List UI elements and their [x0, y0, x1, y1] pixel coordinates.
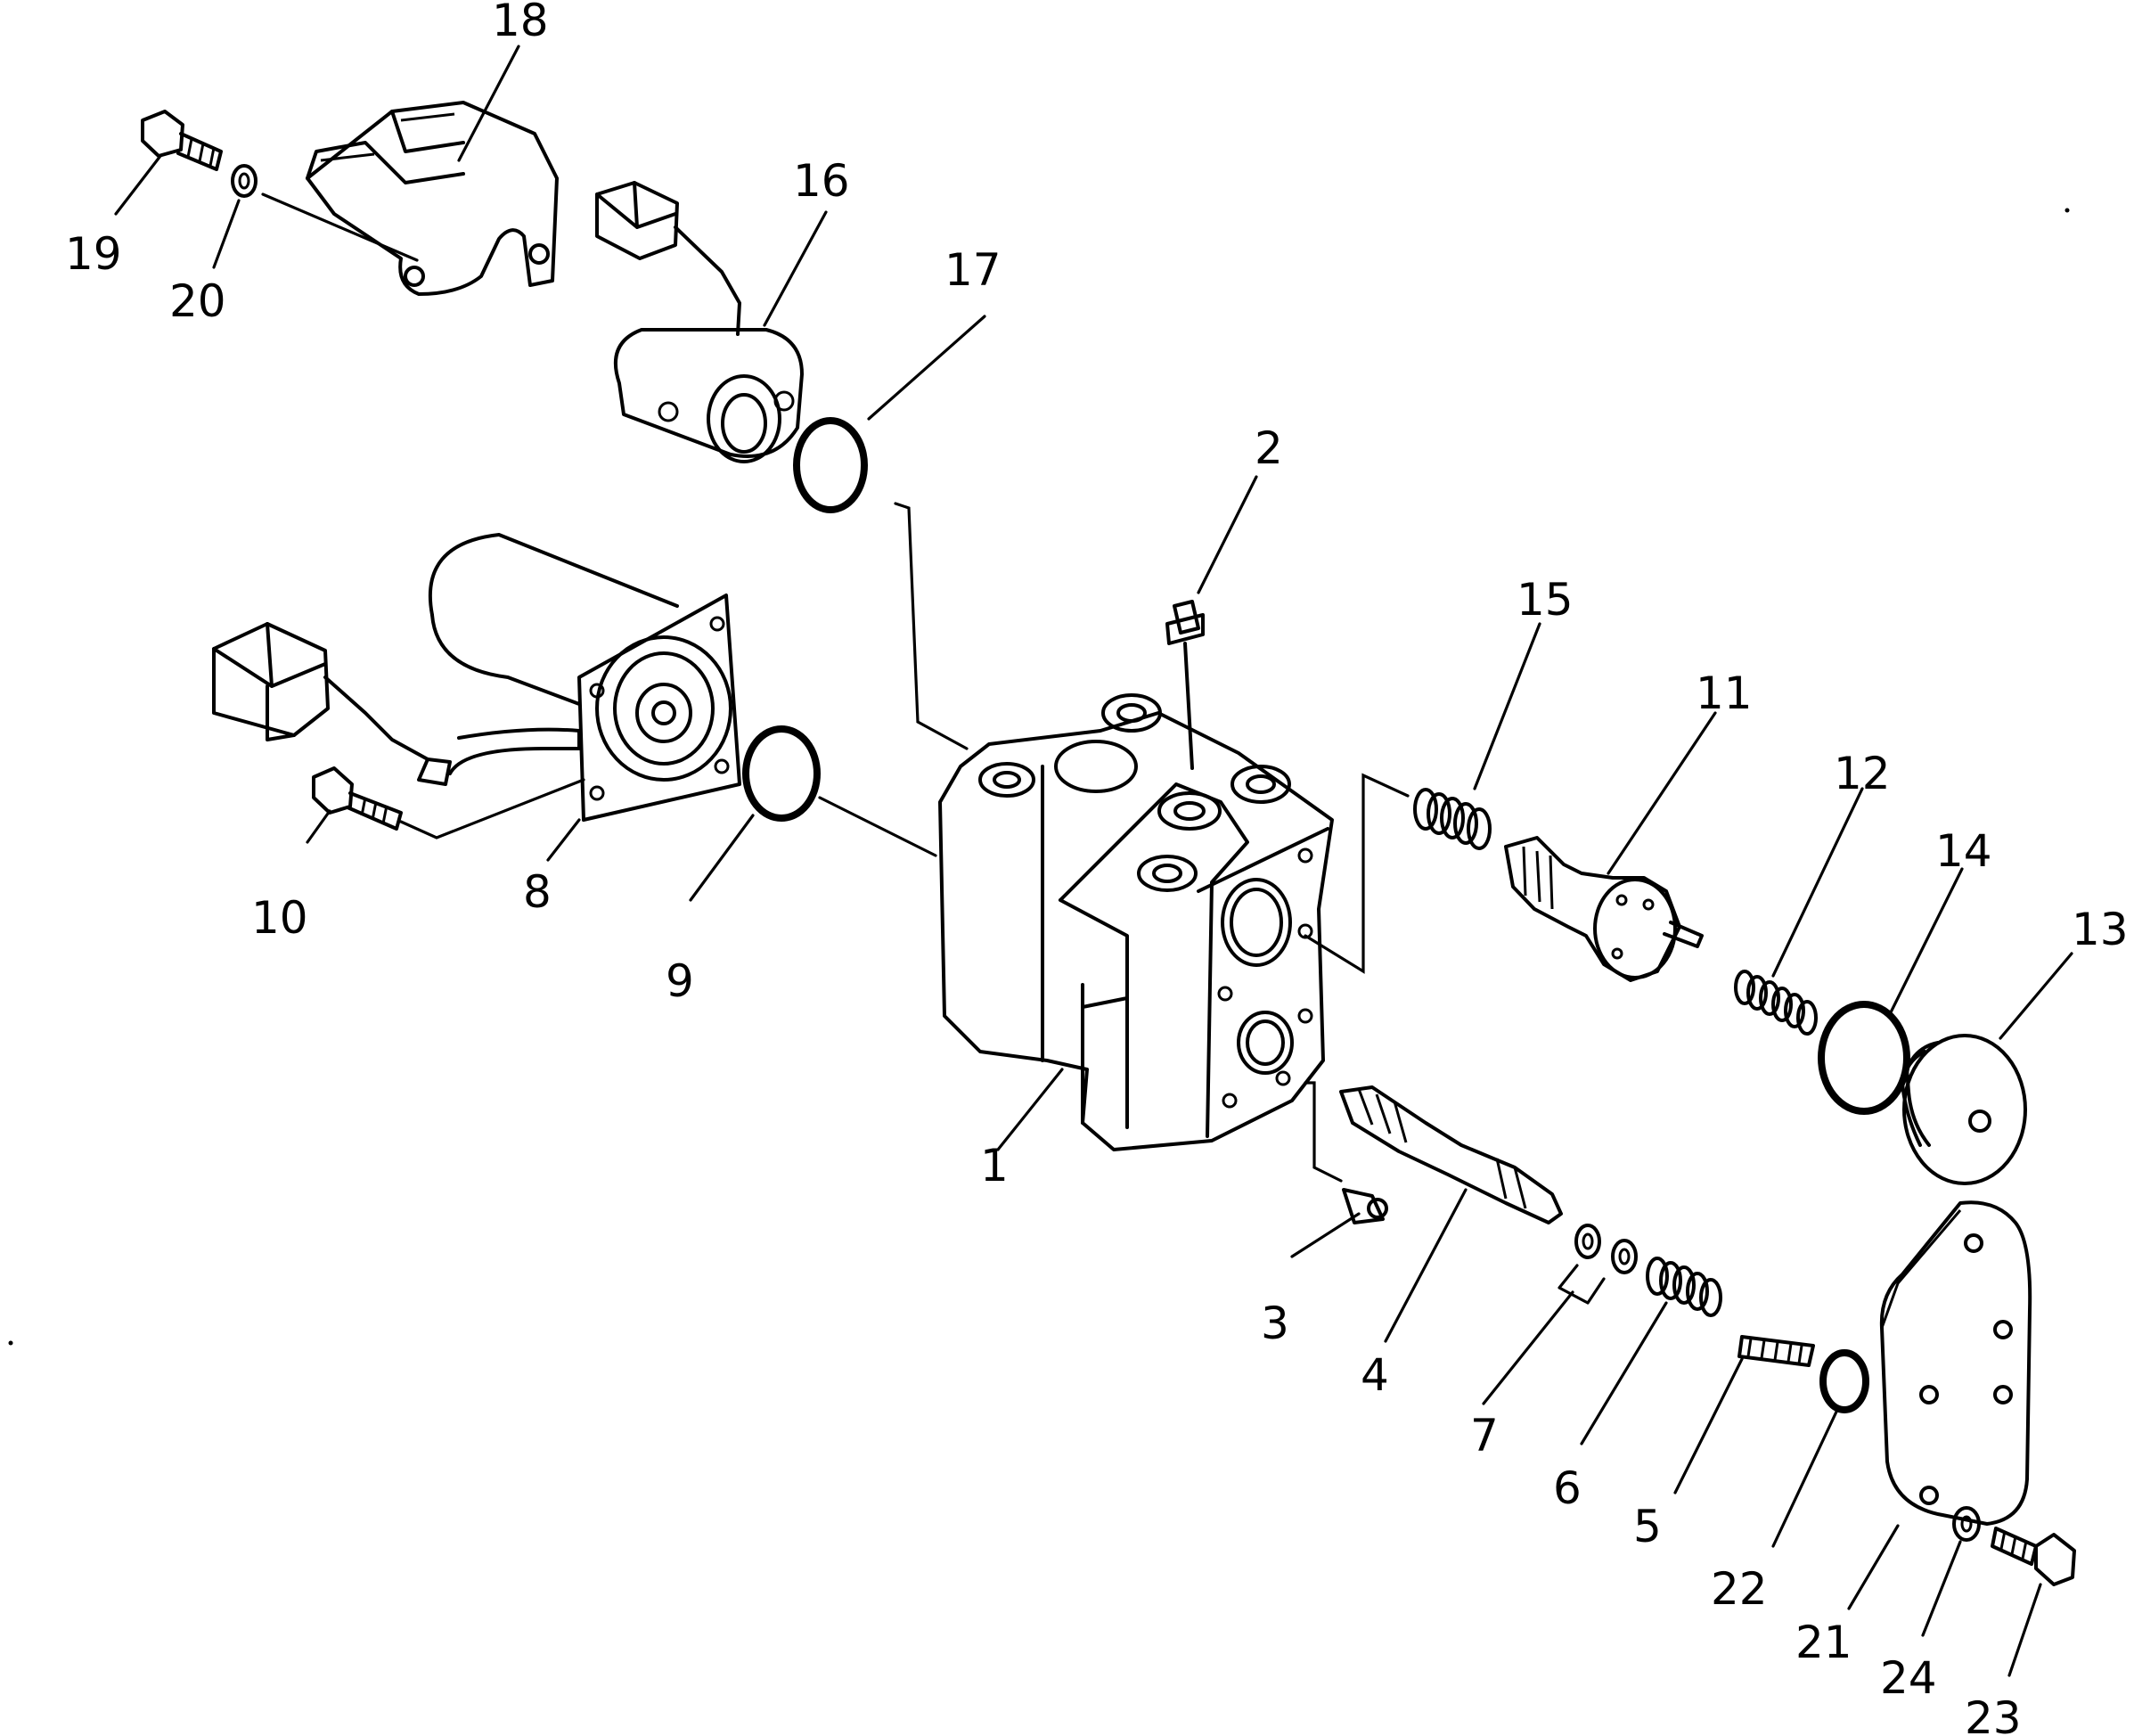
part-o-ring-9 — [742, 725, 821, 822]
callout-15: 15 — [1517, 574, 1574, 626]
part-spring-12 — [1734, 970, 1818, 1036]
callout-9: 9 — [666, 955, 694, 1007]
callout-21: 21 — [1795, 1617, 1852, 1668]
part-spring-15 — [1413, 788, 1492, 850]
callout-17: 17 — [944, 244, 1002, 296]
callout-6: 6 — [1553, 1462, 1582, 1514]
part-bolt-23 — [1991, 1527, 2076, 1586]
callout-23: 23 — [1965, 1692, 2022, 1736]
part-shims — [1558, 1224, 1638, 1305]
part-cover — [1879, 1200, 2032, 1526]
callout-10: 10 — [251, 892, 308, 944]
callout-22: 22 — [1711, 1563, 1768, 1615]
callout-1: 1 — [980, 1140, 1009, 1191]
scan-speck — [2065, 208, 2070, 213]
callout-19: 19 — [65, 228, 122, 280]
callout-2: 2 — [1255, 422, 1283, 474]
part-valve-spool — [1504, 836, 1704, 982]
part-spring — [1646, 1257, 1722, 1317]
scan-speck — [8, 1340, 13, 1346]
callout-16: 16 — [793, 155, 850, 207]
callout-3: 3 — [1261, 1298, 1289, 1349]
callout-13: 13 — [2072, 904, 2129, 955]
part-spool — [1339, 1085, 1563, 1224]
assembly-guide-lines — [261, 192, 1410, 1183]
part-washer-24 — [1952, 1506, 1981, 1542]
callout-leaders — [114, 45, 2073, 1677]
callout-18: 18 — [492, 0, 549, 46]
callout-14: 14 — [1935, 825, 1992, 877]
part-solenoid — [212, 533, 741, 822]
part-spring-small — [1737, 1335, 1815, 1367]
callout-8: 8 — [523, 866, 552, 918]
callout-12: 12 — [1834, 748, 1891, 799]
callout-7: 7 — [1470, 1410, 1499, 1462]
callout-4: 4 — [1361, 1349, 1389, 1401]
part-cap — [1901, 1034, 2027, 1185]
part-washer-20 — [231, 164, 258, 198]
part-sensor — [595, 181, 804, 463]
part-bracket — [306, 101, 559, 296]
part-breather-nipple — [1165, 600, 1205, 770]
part-bolt-10 — [312, 766, 403, 831]
callout-numbers: 1 2 3 4 5 6 7 8 9 10 11 12 13 14 15 16 1… — [65, 0, 2129, 1736]
callout-5: 5 — [1633, 1501, 1662, 1552]
part-plug — [1342, 1188, 1388, 1224]
callout-11: 11 — [1696, 667, 1753, 719]
callout-24: 24 — [1880, 1652, 1937, 1704]
part-o-ring-22 — [1819, 1349, 1869, 1413]
callout-20: 20 — [169, 275, 226, 327]
part-bolt-19 — [141, 110, 223, 171]
part-o-ring-14 — [1818, 1001, 1910, 1115]
part-o-ring-17 — [793, 417, 868, 513]
part-valve-body — [938, 693, 1334, 1151]
